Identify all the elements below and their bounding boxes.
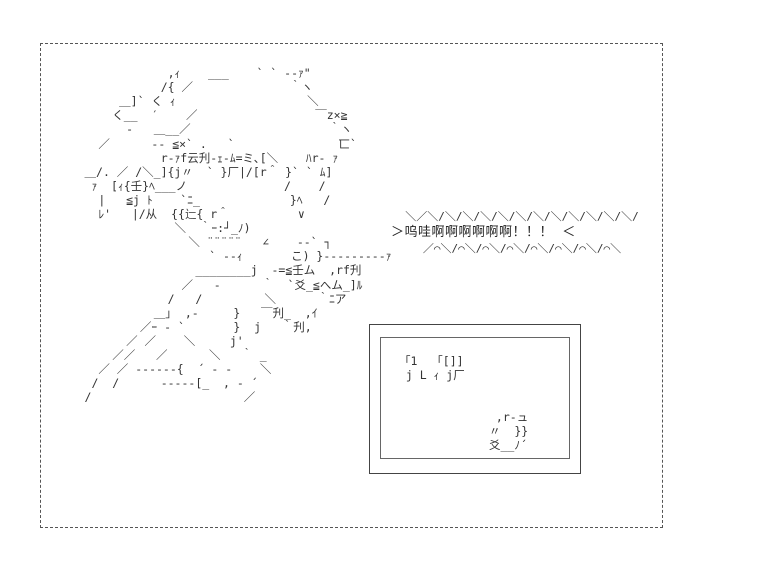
shout-bubble: ＼／＼/＼/＼/＼/＼/＼/＼/＼/＼/＼/＼/＼/ ＞呜哇啊啊啊啊啊啊！！！ … [387,210,657,256]
shout-bottom-border: ／⌒＼/⌒＼/⌒＼/⌒＼/⌒＼/⌒＼/⌒＼/⌒＼ [422,242,622,255]
shout-text: ＞呜哇啊啊啊啊啊啊！！！ ＜ [391,225,576,240]
shout-top-border: ＼／＼/＼/＼/＼/＼/＼/＼/＼/＼/＼/＼/＼/ [405,210,639,223]
ascii-art-frame: ,ｨ ___ ` ` -‐ｧ" /{ ／ ｀ヽ ＿]` く ｨ ＼ く__ ′ … [40,43,663,528]
monitor-screen-art: 「1 「[]] j L ｨ j厂 ,r‐ュ 〃 }} 爻__ﾉ´ [399,353,529,452]
ascii-art: ,ｨ ___ ` ` -‐ｧ" /{ ／ ｀ヽ ＿]` く ｨ ＼ く__ ′ … [84,66,392,405]
monitor-screen: 「1 「[]] j L ｨ j厂 ,r‐ュ 〃 }} 爻__ﾉ´ [380,337,570,459]
monitor-outline: 「1 「[]] j L ｨ j厂 ,r‐ュ 〃 }} 爻__ﾉ´ [369,324,581,474]
